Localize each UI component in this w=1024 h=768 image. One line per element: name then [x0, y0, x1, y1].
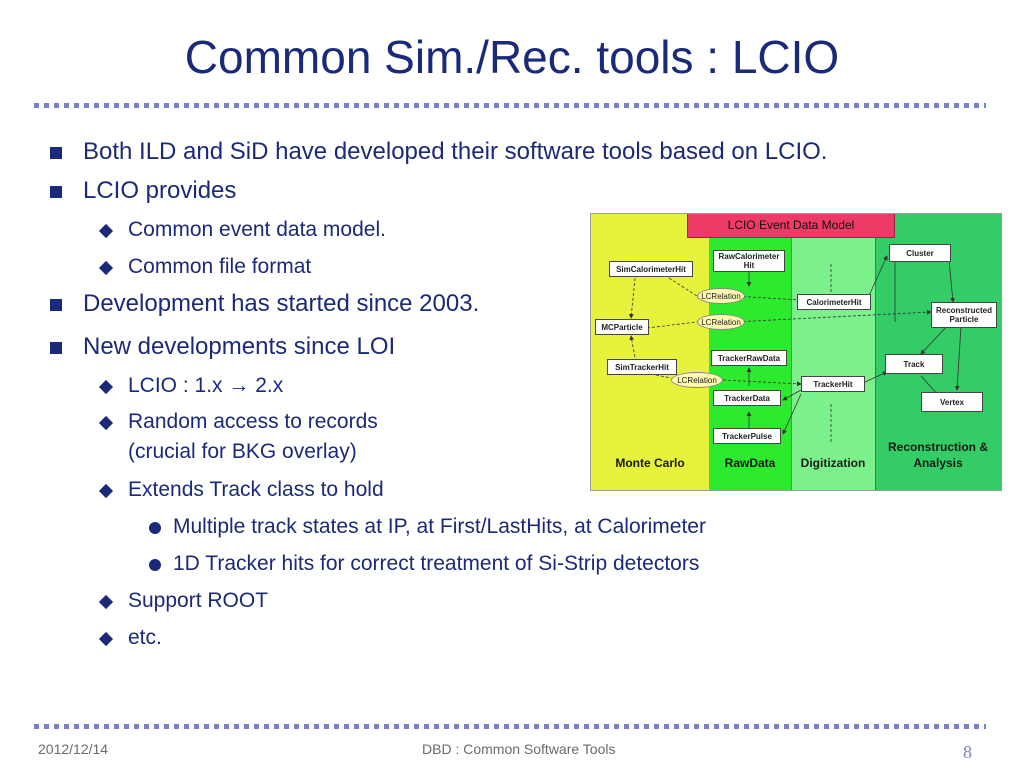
bullet-diamond	[98, 415, 114, 431]
box-reconstructed-particle: Reconstructed Particle	[931, 302, 997, 328]
bullet-square	[50, 186, 62, 198]
box-trackerpulse: TrackerPulse	[713, 428, 781, 444]
bullet-diamond	[98, 379, 114, 395]
bullet-square	[50, 299, 62, 311]
box-cluster: Cluster	[889, 244, 951, 262]
footer-date: 2012/12/14	[38, 741, 109, 757]
lcrelation-oval: LCRelation	[697, 314, 745, 330]
page-number: 8	[963, 742, 972, 762]
bullet-text: Development has started since 2003.	[83, 290, 480, 317]
box-trackerhit: TrackerHit	[801, 376, 865, 392]
band-monte-carlo	[591, 214, 709, 490]
bullet-diamond	[98, 631, 114, 647]
box-calorimeterhit: CalorimeterHit	[797, 294, 871, 310]
bullet-diamond	[98, 594, 114, 610]
bullet-square	[50, 147, 62, 159]
box-simtrackerhit: SimTrackerHit	[607, 359, 677, 375]
bullet-diamond	[98, 223, 114, 239]
box-track: Track	[885, 354, 943, 374]
bullet-text: Both ILD and SiD have developed their so…	[83, 138, 828, 165]
rawcal-line1: RawCalorimeter	[718, 252, 780, 261]
rawcal-line2: Hit	[743, 261, 755, 270]
bullet-text: New developments since LOI	[83, 333, 396, 360]
bullet-text: LCIO provides	[83, 177, 237, 204]
footer-divider	[34, 724, 986, 729]
bullet-dot	[149, 559, 161, 571]
box-mcparticle: MCParticle	[595, 319, 649, 335]
sub-bullet-text-cont: (crucial for BKG overlay)	[128, 440, 357, 463]
sub-bullet-text: etc.	[128, 626, 162, 649]
band-digitization	[791, 214, 876, 490]
sub-bullet-text: Extends Track class to hold	[128, 478, 384, 501]
slide-title: Common Sim./Rec. tools : LCIO	[184, 31, 840, 83]
bullet-dot	[149, 522, 161, 534]
sub-bullet-text: Common event data model.	[128, 218, 386, 241]
footer-title: DBD : Common Software Tools	[422, 741, 616, 757]
title-divider	[34, 103, 986, 108]
band-label-rawdata: RawData	[724, 456, 776, 470]
box-trackerdata: TrackerData	[713, 390, 781, 406]
lcrelation-oval: LCRelation	[697, 288, 745, 304]
sub-bullet-text: Support ROOT	[128, 589, 269, 612]
box-simcalorimeterhit: SimCalorimeterHit	[609, 261, 693, 277]
band-label-reconstruction: Reconstruction &	[887, 440, 988, 454]
diagram-title: LCIO Event Data Model	[687, 214, 895, 238]
box-rawcalorimeterhit: RawCalorimeter Hit	[713, 250, 785, 272]
bullet-diamond	[98, 260, 114, 276]
lcrelation-oval: LCRelation	[671, 372, 723, 388]
band-label-analysis: Analysis	[913, 456, 963, 470]
box-trackerrawdata: TrackerRawData	[711, 350, 787, 366]
recopart-line1: Reconstructed	[935, 306, 992, 315]
band-label-digitization: Digitization	[800, 456, 866, 470]
bullet-diamond	[98, 483, 114, 499]
box-vertex: Vertex	[921, 392, 983, 412]
sub-bullet-text: Random access to records	[128, 410, 378, 433]
bullet-square	[50, 342, 62, 354]
lcio-event-data-model-diagram: LCIO Event Data Model	[590, 213, 1002, 491]
sub-sub-bullet-text: 1D Tracker hits for correct treatment of…	[173, 552, 700, 575]
sub-bullet-text: LCIO : 1.x → 2.x	[128, 374, 284, 397]
recopart-line2: Particle	[949, 315, 979, 324]
sub-bullet-text: Common file format	[128, 255, 312, 278]
band-label-monte-carlo: Monte Carlo	[615, 456, 685, 470]
sub-sub-bullet-text: Multiple track states at IP, at First/La…	[173, 515, 706, 538]
